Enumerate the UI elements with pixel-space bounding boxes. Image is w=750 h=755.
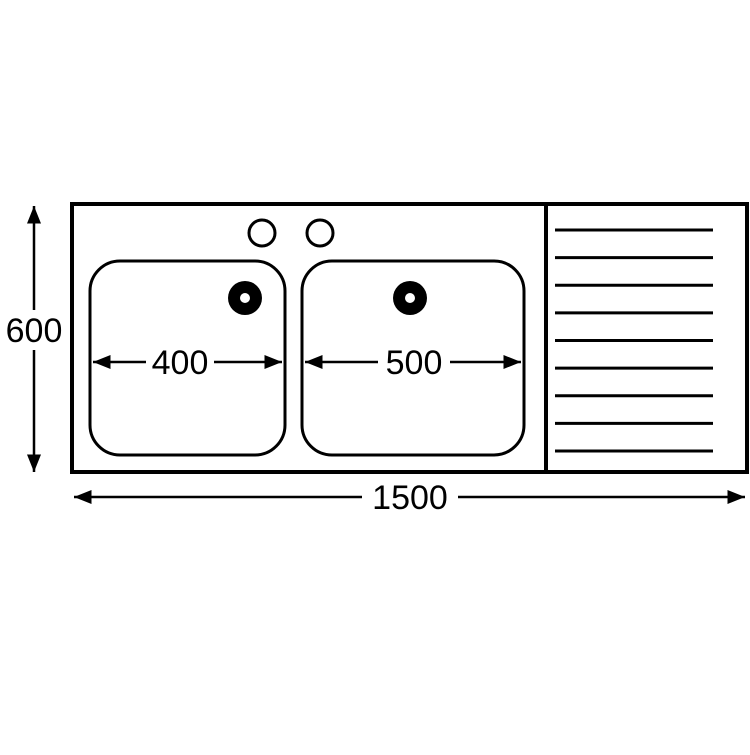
dim-label-depth: 600 — [6, 312, 63, 350]
sink-outline — [70, 202, 749, 474]
dim-label-bowl-right: 500 — [386, 344, 443, 382]
dim-label-total-width: 1500 — [372, 479, 448, 517]
bowl-left — [88, 259, 287, 457]
dim-label-bowl-left: 400 — [152, 344, 209, 382]
drainer-grooves — [555, 228, 713, 453]
drain-left-center — [240, 293, 250, 303]
tap-hole-right — [305, 218, 335, 248]
bowl-right — [300, 259, 526, 457]
tap-hole-left — [247, 218, 277, 248]
drain-right-center — [405, 293, 415, 303]
